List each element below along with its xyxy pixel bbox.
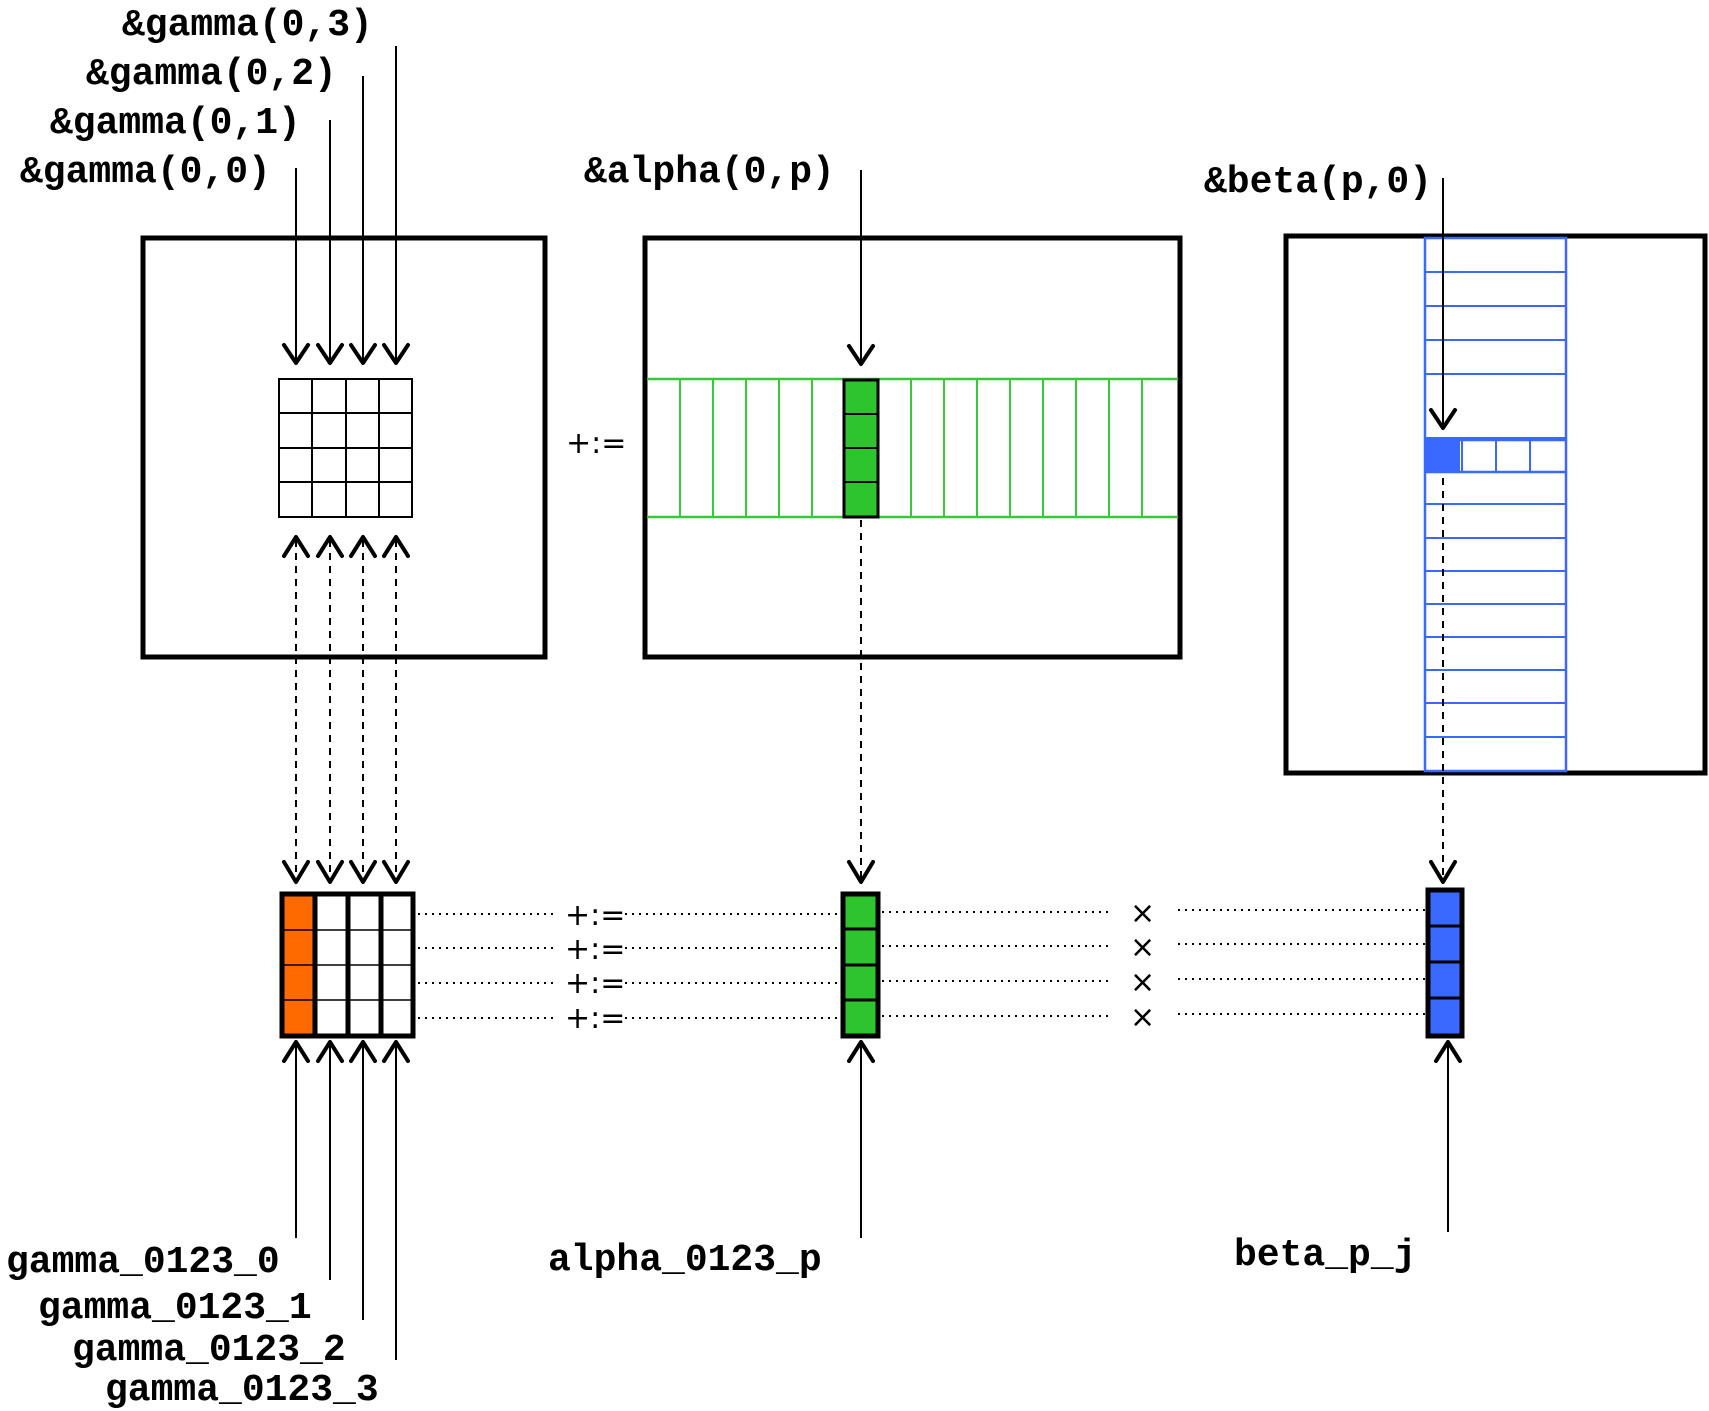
connector-rows xyxy=(418,909,1425,1019)
gamma-top-arrows xyxy=(282,46,410,365)
matrix-b-frame xyxy=(1283,233,1708,776)
a-row-panel xyxy=(647,377,1178,519)
gamma-bottom-labels: gamma_0123_0 gamma_0123_1 gamma_0123_2 g… xyxy=(6,1241,379,1411)
times-operator-row-3: × xyxy=(1130,1000,1155,1035)
times-operator-row-1: × xyxy=(1130,930,1155,965)
gamma-top-label-1: &gamma(0,1) xyxy=(50,102,301,145)
times-operator-row-2: × xyxy=(1130,965,1155,1000)
times-operators: × × × × xyxy=(1130,896,1155,1035)
gamma-top-label-3: &gamma(0,3) xyxy=(122,4,373,47)
gamma-top-label-0: &gamma(0,0) xyxy=(20,151,271,194)
beta-bottom-label: beta_p_j xyxy=(1234,1234,1416,1277)
update-operator-row-3: +:= xyxy=(565,1001,625,1036)
gamma-bottom-label-1: gamma_0123_1 xyxy=(38,1287,312,1330)
beta-pointer-head xyxy=(1429,408,1457,430)
alpha-register xyxy=(840,891,881,1039)
matrix-a-frame xyxy=(642,235,1183,660)
update-operator-row-0: +:= xyxy=(565,898,625,933)
gamma-bottom-label-3: gamma_0123_3 xyxy=(105,1369,379,1411)
alpha-pointer-head xyxy=(847,344,875,366)
matrix-c-frame xyxy=(140,235,548,660)
beta-register xyxy=(1425,887,1465,1039)
alpha-top-label: &alpha(0,p) xyxy=(584,151,835,194)
times-operator-row-0: × xyxy=(1130,896,1155,931)
alpha-bottom-label: alpha_0123_p xyxy=(548,1239,822,1282)
c-micro-tile-grid xyxy=(278,378,413,518)
gamma-top-label-2: &gamma(0,2) xyxy=(86,53,337,96)
update-operator-row-1: +:= xyxy=(565,932,625,967)
b-column-panel xyxy=(1423,236,1568,773)
update-operators: +:= +:= +:= +:= xyxy=(565,898,625,1036)
gamma-registers xyxy=(279,891,416,1039)
bottom-pointer-arrows xyxy=(282,1040,1462,1360)
update-operator-row-2: +:= xyxy=(565,966,625,1001)
gamma-bottom-label-2: gamma_0123_2 xyxy=(72,1329,346,1372)
beta-load-head xyxy=(1429,860,1457,884)
gamma-load-store-arrows xyxy=(282,535,410,884)
update-operator-top: +:= xyxy=(566,426,626,461)
gamma-bottom-label-0: gamma_0123_0 xyxy=(6,1241,280,1284)
alpha-load-head xyxy=(847,860,875,884)
beta-top-label: &beta(p,0) xyxy=(1204,161,1432,204)
gamma-top-labels: &gamma(0,0) &gamma(0,1) &gamma(0,2) &gam… xyxy=(20,4,373,194)
